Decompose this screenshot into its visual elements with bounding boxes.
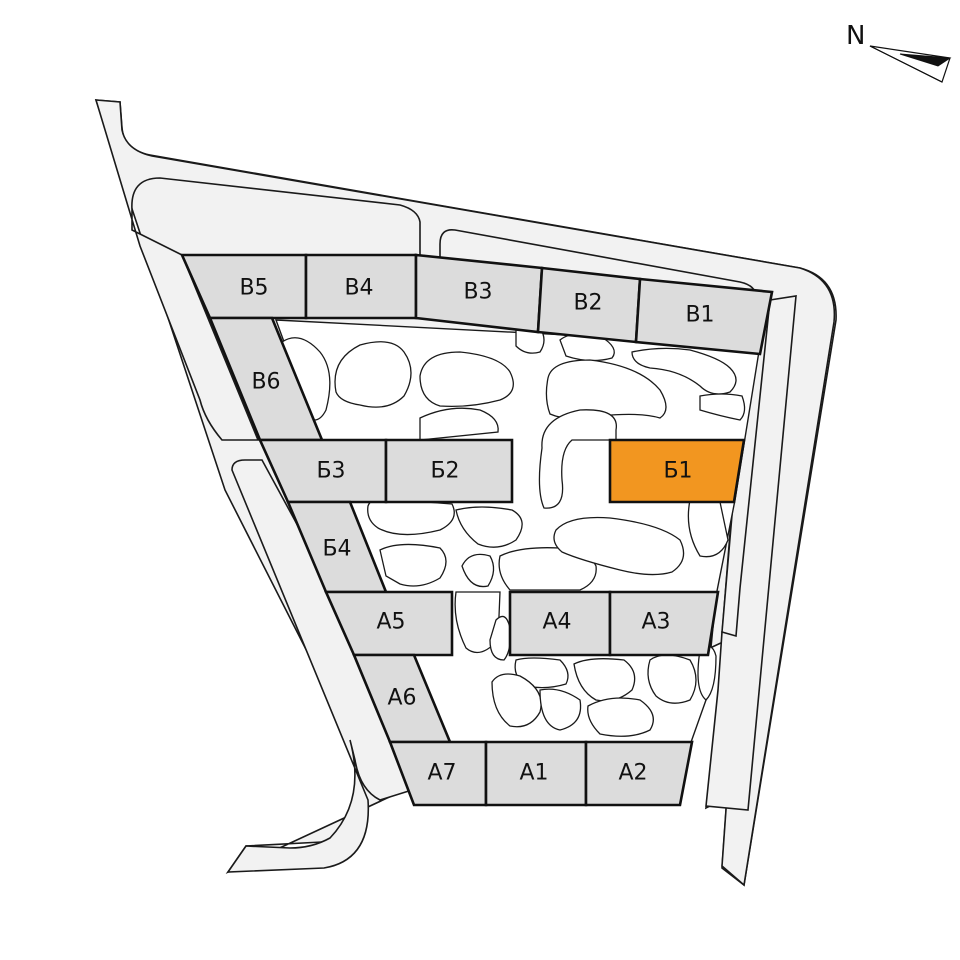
building-a3[interactable]	[608, 590, 720, 657]
building-a7[interactable]	[388, 740, 488, 807]
courtyard-paths	[281, 324, 746, 737]
right-road	[705, 295, 797, 811]
building-v1[interactable]	[634, 277, 774, 356]
building-b1[interactable]	[608, 438, 746, 504]
buildings	[179, 253, 774, 807]
building-b2[interactable]	[384, 438, 514, 504]
building-v4[interactable]	[304, 253, 418, 320]
building-a5[interactable]	[323, 590, 454, 657]
lower-road	[226, 459, 414, 873]
building-a4[interactable]	[508, 590, 612, 657]
building-a2[interactable]	[584, 740, 694, 807]
building-a1[interactable]	[484, 740, 588, 807]
building-v2[interactable]	[536, 266, 642, 344]
ring-road	[94, 99, 836, 887]
north-arrow: N	[846, 21, 952, 83]
north-label: N	[846, 21, 865, 51]
building-v3[interactable]	[414, 253, 544, 334]
